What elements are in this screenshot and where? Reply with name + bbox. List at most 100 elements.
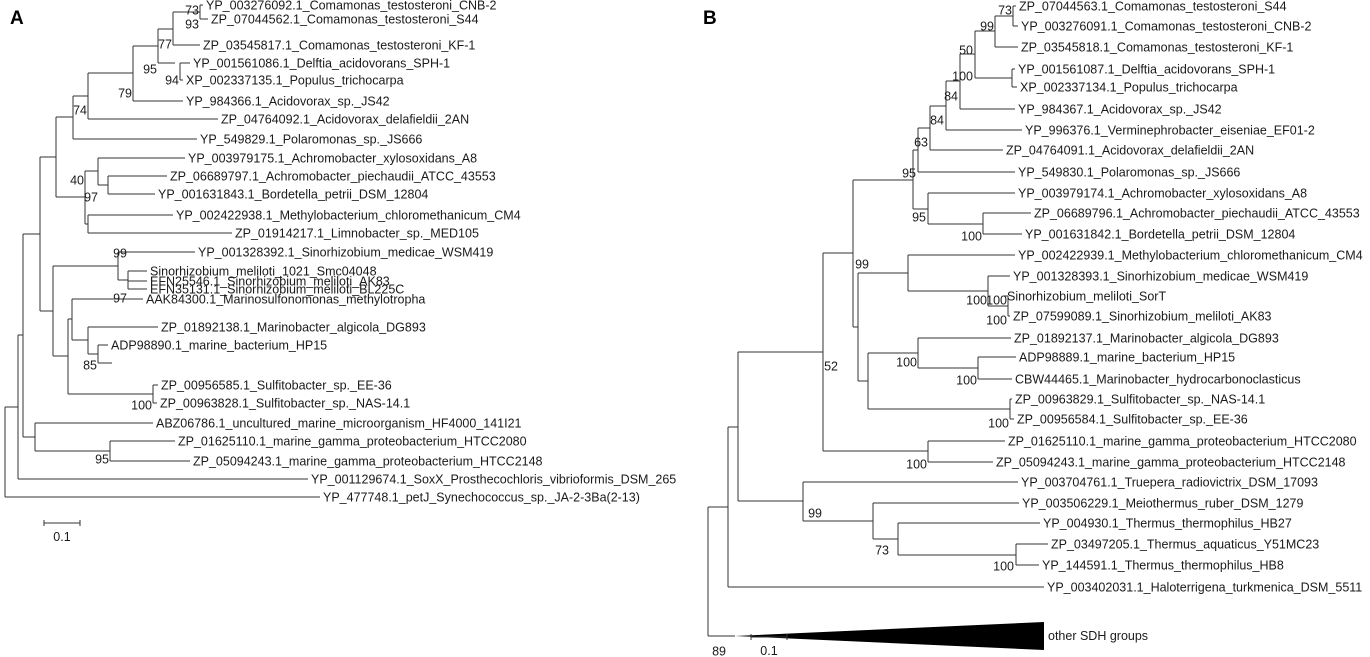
panel-b-leaf-label: ADP98889.1_marine_bacterium_HP15 [1019,351,1235,365]
panel-a-leaf-label: YP_001631843.1_Bordetella_petrii_DSM_128… [158,188,428,202]
panel-a-leaf-label: ZP_01892138.1_Marinobacter_algicola_DG89… [161,321,426,335]
panel-b-leaf-label: YP_996376.1_Verminephrobacter_eiseniae_E… [1025,124,1315,138]
panel-a-leaf-label: ZP_01625110.1_marine_gamma_proteobacteri… [178,435,527,449]
panel-b-leaf-label: YP_001561087.1_Delftia_acidovorans_SPH-1 [1018,63,1275,77]
panel-b-leaf-label: ZP_05094243.1_marine_gamma_proteobacteri… [996,456,1346,470]
panel-b-bootstrap-value: 84 [944,90,958,104]
panel-a-leaf-label: ZP_03545817.1_Comamonas_testosteroni_KF-… [203,39,475,53]
panel-a-leaf-label: ZP_05094243.1_marine_gamma_proteobacteri… [193,455,543,469]
panel-b-leaf-label: YP_004930.1_Thermus_thermophilus_HB27 [1043,517,1292,531]
panel-a-bootstrap-value: 93 [185,18,199,32]
panel-a-scale-bar-label: 0.1 [53,530,70,544]
panel-b-branches [707,5,1048,640]
panel-b-bootstrap-value: 99 [808,507,822,521]
panel-b-bootstrap-value: 100 [906,458,927,472]
panel-b-leaf-label: ZP_01892137.1_Marinobacter_algicola_DG89… [1014,332,1279,346]
panel-b-bootstrap-value: 73 [998,4,1012,18]
panel-a-leaf-label: Sinorhizobium_meliloti_1021_Smc04048 [150,265,377,279]
panel-a-leaf-label: YP_001328392.1_Sinorhizobium_medicae_WSM… [198,246,493,260]
panel-b-bootstrap-value: 89 [712,645,726,657]
panel-b-bootstrap-value: 50 [959,44,973,58]
panel-b-leaf-label: ZP_03497205.1_Thermus_aquaticus_Y51MC23 [1051,538,1319,552]
panel-b-leaf-label: YP_001328393.1_Sinorhizobium_medicae_WSM… [1013,270,1308,284]
panel-b-bootstrap-value: 63 [914,136,928,150]
panel-a-tree: A YP_003276092.1_Comamonas_testosteroni_… [4,0,676,544]
panel-a-leaf-label: XP_002337135.1_Populus_trichocarpa [186,74,404,88]
panel-b-bootstrap-value: 99 [980,20,994,34]
panel-b-leaf-label: ZP_06689796.1_Achromobacter_piechaudii_A… [1034,207,1360,221]
panel-b-bootstrap-value: 100 [956,374,977,388]
panel-b-bootstrap-value: 100 [986,314,1007,328]
panel-b-leaf-label: YP_003979174.1_Achromobacter_xylosoxidan… [1018,187,1307,201]
panel-a-bootstrap-value: 99 [113,247,127,261]
panel-b-bootstrap-value: 95 [902,167,916,181]
panel-b-bootstrap-value: 95 [912,211,926,225]
panel-b-leaf-label: YP_003402031.1_Haloterrigena_turkmenica_… [1047,581,1362,595]
panel-a-bootstrap-value: 85 [83,359,97,373]
panel-a-leaf-label: EFN25546.1_Sinorhizobium_meliloti_AK83 [150,275,390,289]
panel-a-bootstrap-value: 97 [84,191,98,205]
panel-b-bootstrap-value: 100 [952,70,973,84]
panel-a-branches [4,4,320,526]
panel-b-bootstrap-value: 99 [855,258,869,272]
panel-b-leaf-label: YP_001631842.1_Bordetella_petrii_DSM_128… [1025,228,1295,242]
panel-a-leaf-label: YP_001129674.1_SoxX_Prosthecochloris_vib… [311,473,676,487]
panel-a-leaf-label: YP_003276092.1_Comamonas_testosteroni_CN… [206,0,497,13]
panel-b-leaf-label: ZP_03545818.1_Comamonas_testosteroni_KF-… [1021,41,1293,55]
panel-a-leaf-label: YP_477748.1_petJ_Synechococcus_sp._JA-2-… [323,491,640,505]
panel-b-leaf-label: YP_003506229.1_Meiothermus_ruber_DSM_127… [1022,497,1303,511]
panel-a-leaf-label: YP_003979175.1_Achromobacter_xylosoxidan… [188,152,477,166]
panel-b-bootstrap-value: 100 [896,356,917,370]
panel-b-bootstrap-value: 100 [961,230,982,244]
panel-a-leaf-label: YP_549829.1_Polaromonas_sp._JS666 [200,133,422,147]
panel-a-leaf-label: ZP_01914217.1_Limnobacter_sp._MED105 [235,227,479,241]
panel-a-bootstrap-value: 95 [143,63,157,77]
panel-a-bootstrap-value: 95 [95,453,109,467]
panel-a-bootstrap-value: 94 [165,74,179,88]
panel-b-letter: B [703,8,717,29]
panel-b-tree: B ZP_07044563.1_Comamonas_testosteroni_S… [703,0,1363,657]
panel-a-leaf-label: EFN35131.1_Sinorhizobium_meliloti_BL225C [150,283,404,297]
panel-b-leaf-label: ZP_01625110.1_marine_gamma_proteobacteri… [1008,435,1357,449]
panel-b-leaf-label: YP_003704761.1_Truepera_radiovictrix_DSM… [1021,476,1318,490]
panel-a-bootstrap-value: 97 [113,292,127,306]
panel-b-leaf-label: ZP_07044563.1_Comamonas_testosteroni_S44 [1019,0,1287,14]
panel-a-leaf-label: ZP_04764092.1_Acidovorax_delafieldii_2AN [221,113,469,127]
panel-b-leaf-label: YP_002422939.1_Methylobacterium_chlorome… [1018,249,1363,263]
panel-a-leaf-label: AAK84300.1_Marinosulfonomonas_methylotro… [146,293,425,307]
panel-b-bootstrap-value: 73 [875,544,889,558]
panel-b-leaf-label: ZP_04764091.1_Acidovorax_delafieldii_2AN [1006,144,1254,158]
panel-b-bootstrap-value: 100 [966,294,987,308]
other-sdh-groups-triangle [735,622,1044,650]
other-sdh-groups-label: other SDH groups [1048,629,1148,643]
panel-b-scale-bar-label: 0.1 [760,644,777,657]
panel-b-leaf-label: XP_002337134.1_Populus_trichocarpa [1020,81,1238,95]
panel-a-leaf-label: ZP_06689797.1_Achromobacter_piechaudii_A… [170,170,496,184]
panel-b-leaf-label: ZP_00956584.1_Sulfitobacter_sp._EE-36 [1017,413,1248,427]
panel-b-leaf-label: CBW44465.1_Marinobacter_hydrocarbonoclas… [1015,373,1301,387]
panel-b-leaf-label: ZP_00963829.1_Sulfitobacter_sp._NAS-14.1 [1015,393,1265,407]
panel-a-leaf-label: YP_001561086.1_Delftia_acidovorans_SPH-1 [193,57,450,71]
panel-a-leaf-label: YP_002422938.1_Methylobacterium_chlorome… [176,209,521,223]
panel-b-leaf-label: ZP_07599089.1_Sinorhizobium_meliloti_AK8… [1013,310,1272,324]
panel-a-leaf-label: ADP98890.1_marine_bacterium_HP15 [111,339,327,353]
panel-a-bootstrap-value: 40 [70,174,84,188]
panel-b-bootstrap-value: 100 [988,417,1009,431]
panel-a-bootstrap-value: 73 [185,4,199,18]
panel-b-leaf-label: YP_984367.1_Acidovorax_sp._JS42 [1018,103,1222,117]
panel-b-leaf-label: YP_144591.1_Thermus_thermophilus_HB8 [1042,559,1284,573]
panel-a-leaf-label: YP_984366.1_Acidovorax_sp._JS42 [186,95,390,109]
panel-a-bootstrap-value: 79 [118,87,132,101]
panel-b-bootstrap-value: 84 [930,114,944,128]
panel-b-bootstrap-value: 100 [986,294,1007,308]
panel-a-bootstrap-value: 77 [158,38,172,52]
panel-b-bootstrap-value: 100 [993,560,1014,574]
panel-a-letter: A [10,8,24,29]
panel-a-leaf-label: ABZ06786.1_uncultured_marine_microorgani… [156,417,522,431]
panel-b-leaf-label: Sinorhizobium_meliloti_SorT [1007,290,1166,304]
panel-a-bootstrap-value: 100 [131,399,152,413]
panel-a-bootstrap-value: 74 [73,104,87,118]
panel-b-leaf-label: YP_003276091.1_Comamonas_testosteroni_CN… [1021,20,1312,34]
